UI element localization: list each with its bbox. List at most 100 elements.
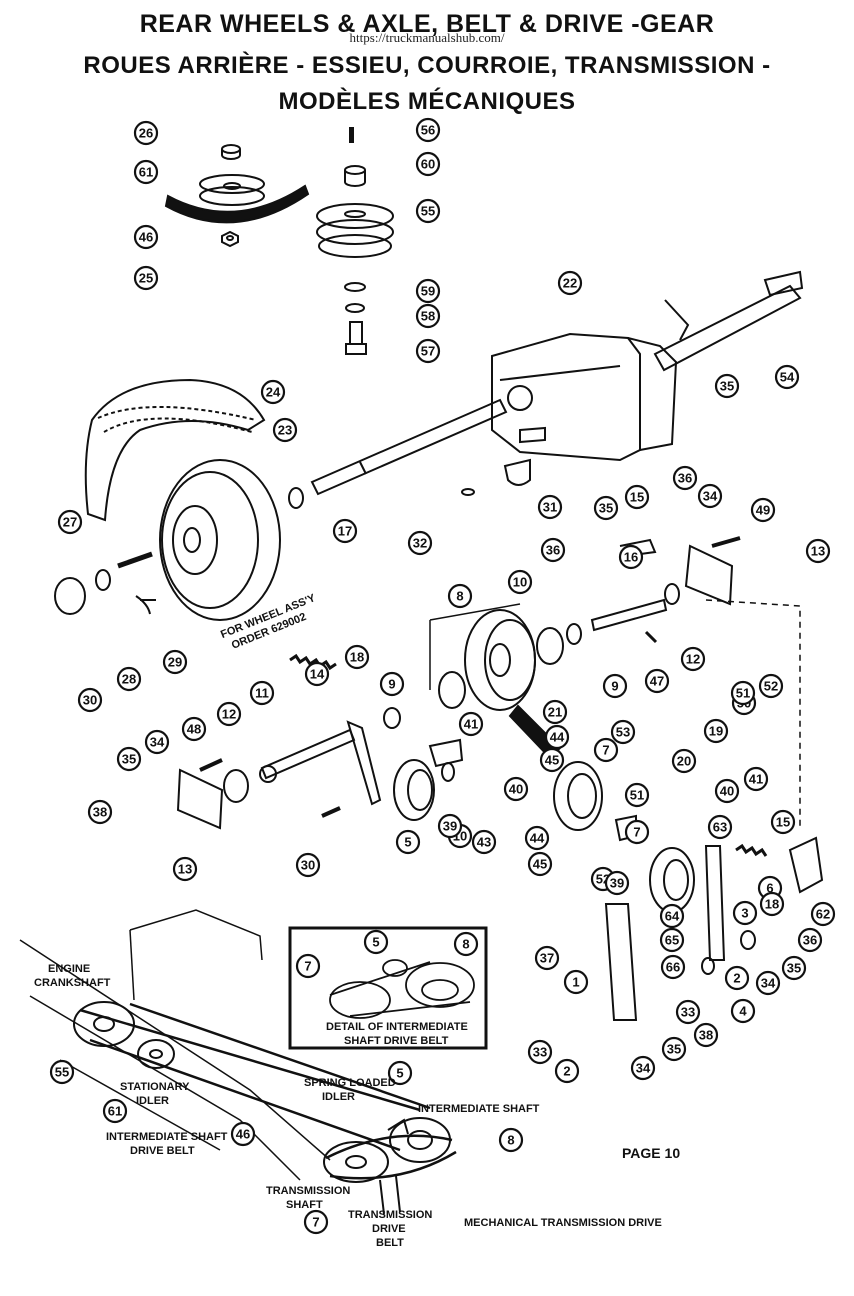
callout-circle <box>395 829 421 855</box>
hub-cap-part <box>54 577 86 615</box>
callout-5: 5 <box>395 829 421 855</box>
callout-10: 10 <box>507 569 533 595</box>
callout-number: 23 <box>278 423 292 438</box>
label-transmission-belt-2: DRIVE <box>372 1223 406 1235</box>
wheel-washer-part <box>95 569 111 591</box>
callout-circle <box>415 198 441 224</box>
callout-circle <box>624 819 650 845</box>
callout-circle <box>503 776 529 802</box>
callout-circle <box>447 583 473 609</box>
callout-35: 35 <box>593 495 619 521</box>
callout-number: 14 <box>310 667 325 682</box>
callout-circle <box>661 1036 687 1062</box>
leader-dashed <box>705 599 801 830</box>
callout-64: 64 <box>659 903 685 929</box>
callout-circle <box>797 927 823 953</box>
callout-2: 2 <box>554 1058 580 1084</box>
callout-44: 44 <box>524 825 550 851</box>
callout-38: 38 <box>693 1022 719 1048</box>
callout-number: 29 <box>168 655 182 670</box>
callout-62: 62 <box>810 901 836 927</box>
callout-38: 38 <box>87 799 113 825</box>
callout-34: 34 <box>697 483 723 509</box>
callout-circle <box>770 809 796 835</box>
callout-number: 35 <box>122 752 136 767</box>
intermediate-pulley-part <box>464 609 536 711</box>
callout-number: 46 <box>139 230 153 245</box>
bushing-part <box>344 165 366 187</box>
callout-circle <box>537 494 563 520</box>
callout-14: 14 <box>304 661 330 687</box>
callout-35: 35 <box>781 955 807 981</box>
washer-part <box>344 282 366 292</box>
callout-40: 40 <box>714 778 740 804</box>
callout-number: 25 <box>139 271 153 286</box>
callout-number: 35 <box>787 961 801 976</box>
callout-circle <box>249 680 275 706</box>
page-number: PAGE 10 <box>622 1145 680 1161</box>
callout-7: 7 <box>624 819 650 845</box>
intermediate-shaft-pulley <box>389 1117 451 1163</box>
callout-number: 34 <box>636 1061 651 1076</box>
callout-number: 21 <box>548 705 562 720</box>
watermark-url[interactable]: https://truckmanualshub.com/ <box>349 30 505 45</box>
callout-circle <box>344 644 370 670</box>
axle-clamp-part <box>503 458 531 486</box>
bolt-part <box>345 321 367 355</box>
callout-number: 24 <box>266 385 281 400</box>
callout-11: 11 <box>249 680 275 706</box>
callout-number: 20 <box>677 754 691 769</box>
stationary-idler-pulley <box>137 1039 175 1069</box>
callout-55: 55 <box>49 1059 75 1085</box>
callout-number: 52 <box>764 679 778 694</box>
tractor-frame-outline <box>19 909 331 1181</box>
callout-61: 61 <box>133 159 159 185</box>
label-transmission-belt-1: TRANSMISSION <box>348 1209 432 1221</box>
callout-circle <box>743 766 769 792</box>
callout-circle <box>437 813 463 839</box>
callout-circle <box>415 303 441 329</box>
callout-35: 35 <box>116 746 142 772</box>
callout-number: 31 <box>543 500 557 515</box>
callout-number: 41 <box>464 717 478 732</box>
callout-number: 15 <box>776 815 790 830</box>
callout-number: 33 <box>533 1045 547 1060</box>
label-mechanical-drive: MECHANICAL TRANSMISSION DRIVE <box>464 1217 662 1229</box>
callout-number: 47 <box>650 674 664 689</box>
pivot-bracket-part <box>176 768 224 830</box>
callout-32: 32 <box>407 530 433 556</box>
drive-belt-segment <box>164 184 310 224</box>
callout-21: 21 <box>542 699 568 725</box>
callout-number: 4 <box>739 1004 747 1019</box>
pivot-bolt-part <box>199 758 223 772</box>
callout-8: 8 <box>498 1127 524 1153</box>
callout-circle <box>759 891 785 917</box>
callout-number: 7 <box>312 1215 319 1230</box>
arm-washer-part <box>383 707 401 729</box>
callout-circle <box>527 1039 553 1065</box>
callout-number: 5 <box>396 1066 403 1081</box>
callout-number: 58 <box>421 309 435 324</box>
callout-circle <box>659 927 685 953</box>
label-spring-idler: IDLER <box>322 1091 355 1103</box>
label-transmission-shaft-2: SHAFT <box>286 1199 323 1211</box>
label-engine: ENGINE <box>48 963 90 975</box>
callout-number: 9 <box>611 679 618 694</box>
callout-circle <box>724 965 750 991</box>
callout-circle <box>507 569 533 595</box>
callout-9: 9 <box>379 671 405 697</box>
callout-19: 19 <box>703 718 729 744</box>
callout-number: 46 <box>236 1127 250 1142</box>
callout-circle <box>563 969 589 995</box>
lock-washer-part <box>345 303 365 313</box>
callout-circle <box>693 1022 719 1048</box>
idler-pulley-part <box>393 759 435 821</box>
callout-number: 15 <box>630 490 644 505</box>
label-idler: IDLER <box>136 1095 169 1107</box>
callout-37: 37 <box>534 945 560 971</box>
callout-circle <box>471 829 497 855</box>
callout-number: 18 <box>350 650 364 665</box>
callout-61: 61 <box>102 1098 128 1124</box>
callout-53: 53 <box>610 719 636 745</box>
